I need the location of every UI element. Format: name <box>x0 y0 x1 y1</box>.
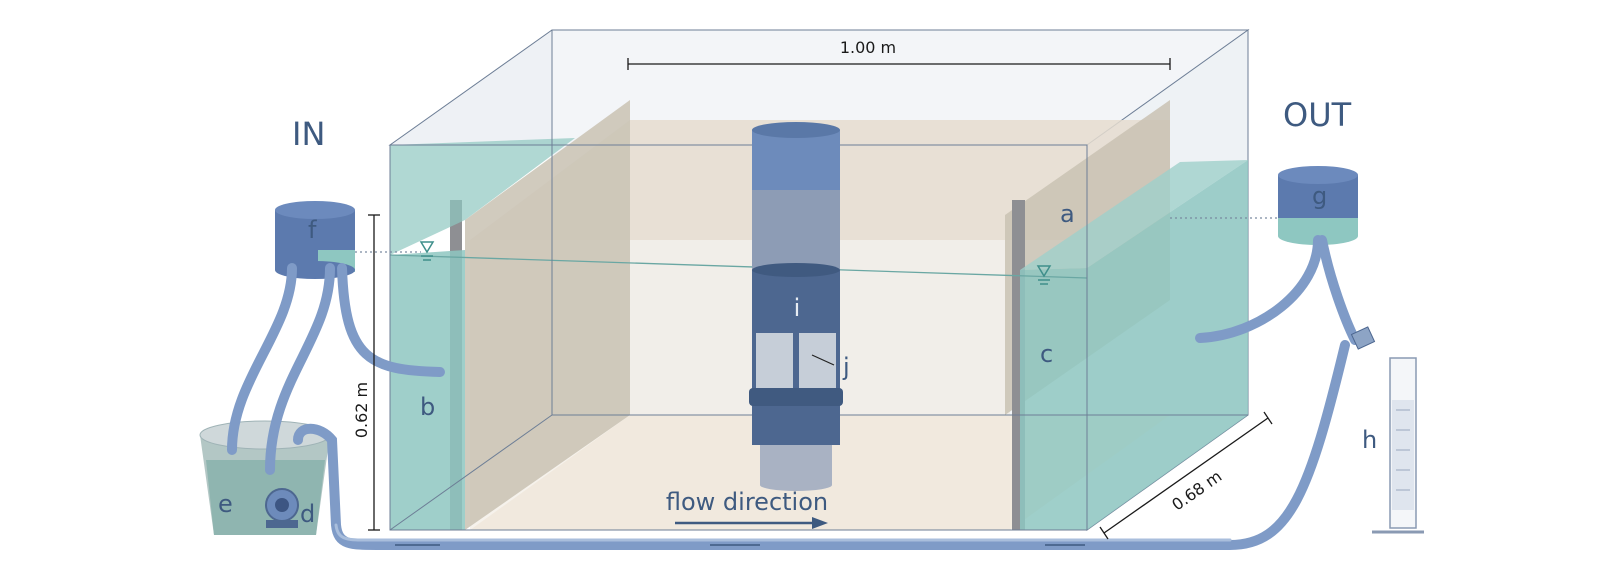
left-porous-wall <box>465 100 630 530</box>
level-marker-left <box>419 241 435 261</box>
height-label: 0.62 m <box>352 382 371 438</box>
sampler-pointer <box>811 354 835 366</box>
right-water <box>1020 268 1087 530</box>
outlet-label: OUT <box>1283 96 1352 134</box>
right-water-side <box>1087 160 1248 530</box>
label-c: c <box>1040 340 1053 368</box>
width-label: 1.00 m <box>840 38 896 57</box>
label-i: i <box>794 294 801 322</box>
valve <box>1350 326 1376 350</box>
label-g: g <box>1312 182 1327 210</box>
flow-direction-label: flow direction <box>666 488 828 516</box>
graduated-cylinder <box>1372 357 1424 534</box>
label-f: f <box>308 216 317 244</box>
left-water-top <box>390 138 575 255</box>
label-b: b <box>420 393 435 421</box>
label-j: j <box>842 353 850 381</box>
flow-direction-arrowhead <box>812 517 828 529</box>
width-dimension <box>627 58 1171 70</box>
label-e: e <box>218 490 233 518</box>
depth-label: 0.68 m <box>1168 467 1225 515</box>
sampler-column <box>749 122 843 491</box>
pipes <box>227 235 1360 550</box>
pipe-highlight <box>334 523 1232 542</box>
inlet-reservoir <box>275 201 355 279</box>
level-marker-right <box>1036 265 1052 285</box>
label-d: d <box>300 500 315 528</box>
outlet-reservoir <box>1278 166 1358 245</box>
right-water-top <box>1020 160 1248 270</box>
label-h: h <box>1362 426 1377 454</box>
pump <box>265 488 299 528</box>
water-level-line <box>389 254 1088 279</box>
inlet-label: IN <box>292 115 325 153</box>
depth-dimension <box>1099 411 1273 540</box>
left-water <box>390 250 465 530</box>
height-dimension <box>368 214 380 531</box>
tank-front-face <box>389 144 1088 531</box>
tank-edge <box>389 414 553 531</box>
label-a: a <box>1060 200 1075 228</box>
